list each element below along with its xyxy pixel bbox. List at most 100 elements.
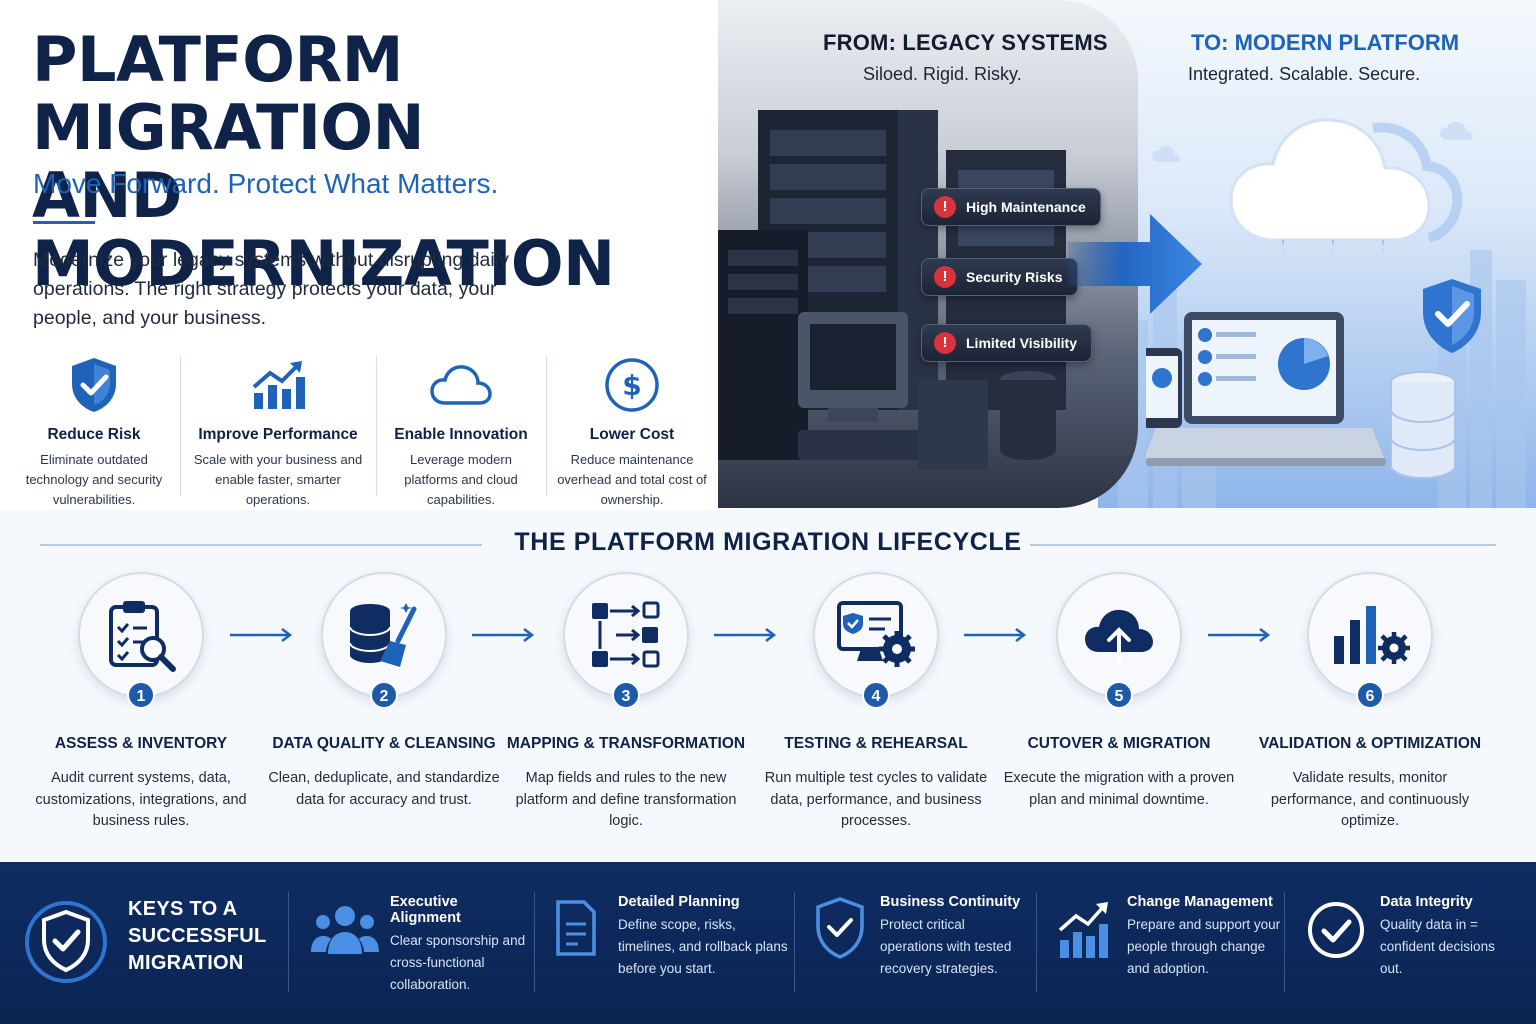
modern-subtitle: Integrated. Scalable. Secure. <box>1188 64 1421 84</box>
modern-title: TO: MODERN PLATFORM <box>1191 30 1460 55</box>
step-text: Run multiple test cycles to validate dat… <box>764 770 988 829</box>
lifecycle-step-2: 2 DATA QUALITY & CLEANSING Clean, dedupl… <box>264 572 504 811</box>
legacy-title: FROM: LEGACY SYSTEMS <box>823 30 1108 55</box>
key-title: Business Continuity <box>880 894 1021 910</box>
hero-comparison-panel: FROM: LEGACY SYSTEMS Siloed. Rigid. Risk… <box>718 0 1536 508</box>
key-title: Executive Alignment <box>390 894 461 926</box>
step-number-badge: 2 <box>370 681 398 709</box>
lifecycle-rule-left <box>40 544 482 546</box>
lifecycle-rule-right <box>1030 544 1496 546</box>
key-text: Prepare and support your people through … <box>1127 917 1281 976</box>
step-title: DATA QUALITY & CLEANSING <box>272 735 496 752</box>
key-detailed-planning: Detailed Planning Define scope, risks, t… <box>618 894 788 980</box>
keys-bar: KEYS TO A SUCCESSFUL MIGRATION Executive… <box>0 862 1536 1024</box>
benefit-text: Scale with your business and enable fast… <box>193 452 363 507</box>
dollar-icon: $ <box>546 354 718 416</box>
alert-icon: ! <box>934 266 956 288</box>
key-data-integrity: Data Integrity Quality data in = confide… <box>1380 894 1520 980</box>
benefit-text: Leverage modern platforms and cloud capa… <box>404 452 518 507</box>
keys-title: KEYS TO A SUCCESSFUL MIGRATION <box>128 896 267 977</box>
benefit-title: Enable Innovation <box>394 426 528 443</box>
alert-icon: ! <box>934 196 956 218</box>
keys-title-line: MIGRATION <box>128 952 244 974</box>
clipboard-search-icon <box>109 601 176 672</box>
mapping-flow-icon <box>592 601 660 668</box>
lifecycle-step-4: 4 TESTING & REHEARSAL Run multiple test … <box>756 572 996 833</box>
issue-badge-limited-visibility: ! Limited Visibility <box>921 324 1092 362</box>
database-cylinder-icon <box>1390 371 1456 480</box>
document-icon <box>556 900 596 956</box>
cloud-upload-icon <box>1085 609 1153 666</box>
bar-chart-gear-icon <box>1334 606 1410 664</box>
step-number-badge: 5 <box>1105 681 1133 709</box>
shield-check-icon <box>25 901 107 983</box>
lifecycle-step-6: 6 VALIDATION & OPTIMIZATION Validate res… <box>1250 572 1490 833</box>
step-title: TESTING & REHEARSAL <box>784 735 968 752</box>
issue-label: Security Risks <box>966 269 1063 285</box>
key-text: Clear sponsorship and cross-functional c… <box>390 933 526 992</box>
issue-badge-security-risks: ! Security Risks <box>921 258 1078 296</box>
lifecycle-step-1: 1 ASSESS & INVENTORY Audit current syste… <box>21 572 261 833</box>
divider <box>1284 892 1285 992</box>
shield-check-icon <box>816 897 864 959</box>
step-number-badge: 4 <box>862 681 890 709</box>
monitor-gear-icon <box>837 601 915 667</box>
database-broom-icon <box>349 603 417 667</box>
benefits-row: Reduce Risk Eliminate outdated technolog… <box>8 350 728 510</box>
key-text: Protect critical operations with tested … <box>880 917 1012 976</box>
benefit-text: Reduce maintenance overhead and total co… <box>557 452 707 507</box>
flow-arrow-icon <box>1208 628 1271 642</box>
step-text: Map fields and rules to the new platform… <box>515 770 737 829</box>
flow-arrow-icon <box>714 628 777 642</box>
page-title: PLATFORM MIGRATION AND MODERNIZATION <box>32 26 732 298</box>
legacy-subtitle: Siloed. Rigid. Risky. <box>863 64 1022 84</box>
benefit-improve-performance: Improve Performance Scale with your busi… <box>180 350 376 510</box>
step-icon-circle: 4 <box>813 572 939 709</box>
alert-icon: ! <box>934 332 956 354</box>
benefit-title: Lower Cost <box>589 426 675 443</box>
legacy-server-racks-illustration <box>718 110 1066 470</box>
step-text: Clean, deduplicate, and standardize data… <box>268 770 500 808</box>
step-title: CUTOVER & MIGRATION <box>1027 735 1211 752</box>
step-icon-circle: 3 <box>563 572 689 709</box>
security-shield-icon <box>1423 279 1481 353</box>
laptop-dashboard-illustration <box>1146 312 1386 466</box>
key-title: Detailed Planning <box>618 894 740 910</box>
benefit-title: Improve Performance <box>198 426 358 443</box>
divider <box>1036 892 1037 992</box>
hero-left-panel: PLATFORM MIGRATION AND MODERNIZATION Mov… <box>0 0 740 510</box>
lifecycle-title: THE PLATFORM MIGRATION LIFECYCLE <box>514 528 1022 556</box>
step-title: MAPPING & TRANSFORMATION <box>506 735 746 752</box>
step-title: ASSESS & INVENTORY <box>54 735 228 752</box>
divider <box>534 892 535 992</box>
lifecycle-step-3: 3 MAPPING & TRANSFORMATION Map fields an… <box>506 572 746 833</box>
step-icon-circle: 1 <box>78 572 204 709</box>
migration-arrow-icon <box>1068 214 1202 314</box>
key-text: Define scope, risks, timelines, and roll… <box>618 917 788 976</box>
divider <box>288 892 289 992</box>
benefit-enable-innovation: Enable Innovation Leverage modern platfo… <box>376 350 546 510</box>
key-business-continuity: Business Continuity Protect critical ope… <box>880 894 1030 980</box>
flow-arrow-icon <box>230 628 293 642</box>
benefit-reduce-risk: Reduce Risk Eliminate outdated technolog… <box>8 350 180 510</box>
benefit-lower-cost: $ Lower Cost Reduce maintenance overhead… <box>546 350 718 510</box>
title-line-2: AND MODERNIZATION <box>32 159 615 300</box>
check-circle-icon <box>1308 902 1364 958</box>
cloud-icon <box>376 354 546 416</box>
step-icon-circle: 5 <box>1056 572 1182 709</box>
key-executive-alignment: Executive Alignment Clear sponsorship an… <box>390 894 530 996</box>
shield-check-icon <box>8 354 180 416</box>
step-icon-circle: 2 <box>321 572 447 709</box>
key-title: Change Management <box>1127 894 1273 910</box>
benefit-title: Reduce Risk <box>47 426 141 443</box>
page-subtitle: Move Forward. Protect What Matters. <box>33 168 499 199</box>
issue-label: Limited Visibility <box>966 335 1077 351</box>
intro-text: Modernize your legacy systems without di… <box>33 249 509 329</box>
keys-title-line: SUCCESSFUL <box>128 925 267 947</box>
growth-chart-icon <box>180 354 376 416</box>
divider <box>794 892 795 992</box>
step-number-badge: 6 <box>1356 681 1384 709</box>
issue-label: High Maintenance <box>966 199 1086 215</box>
benefit-text: Eliminate outdated technology and securi… <box>25 452 163 507</box>
key-change-management: Change Management Prepare and support yo… <box>1127 894 1282 980</box>
